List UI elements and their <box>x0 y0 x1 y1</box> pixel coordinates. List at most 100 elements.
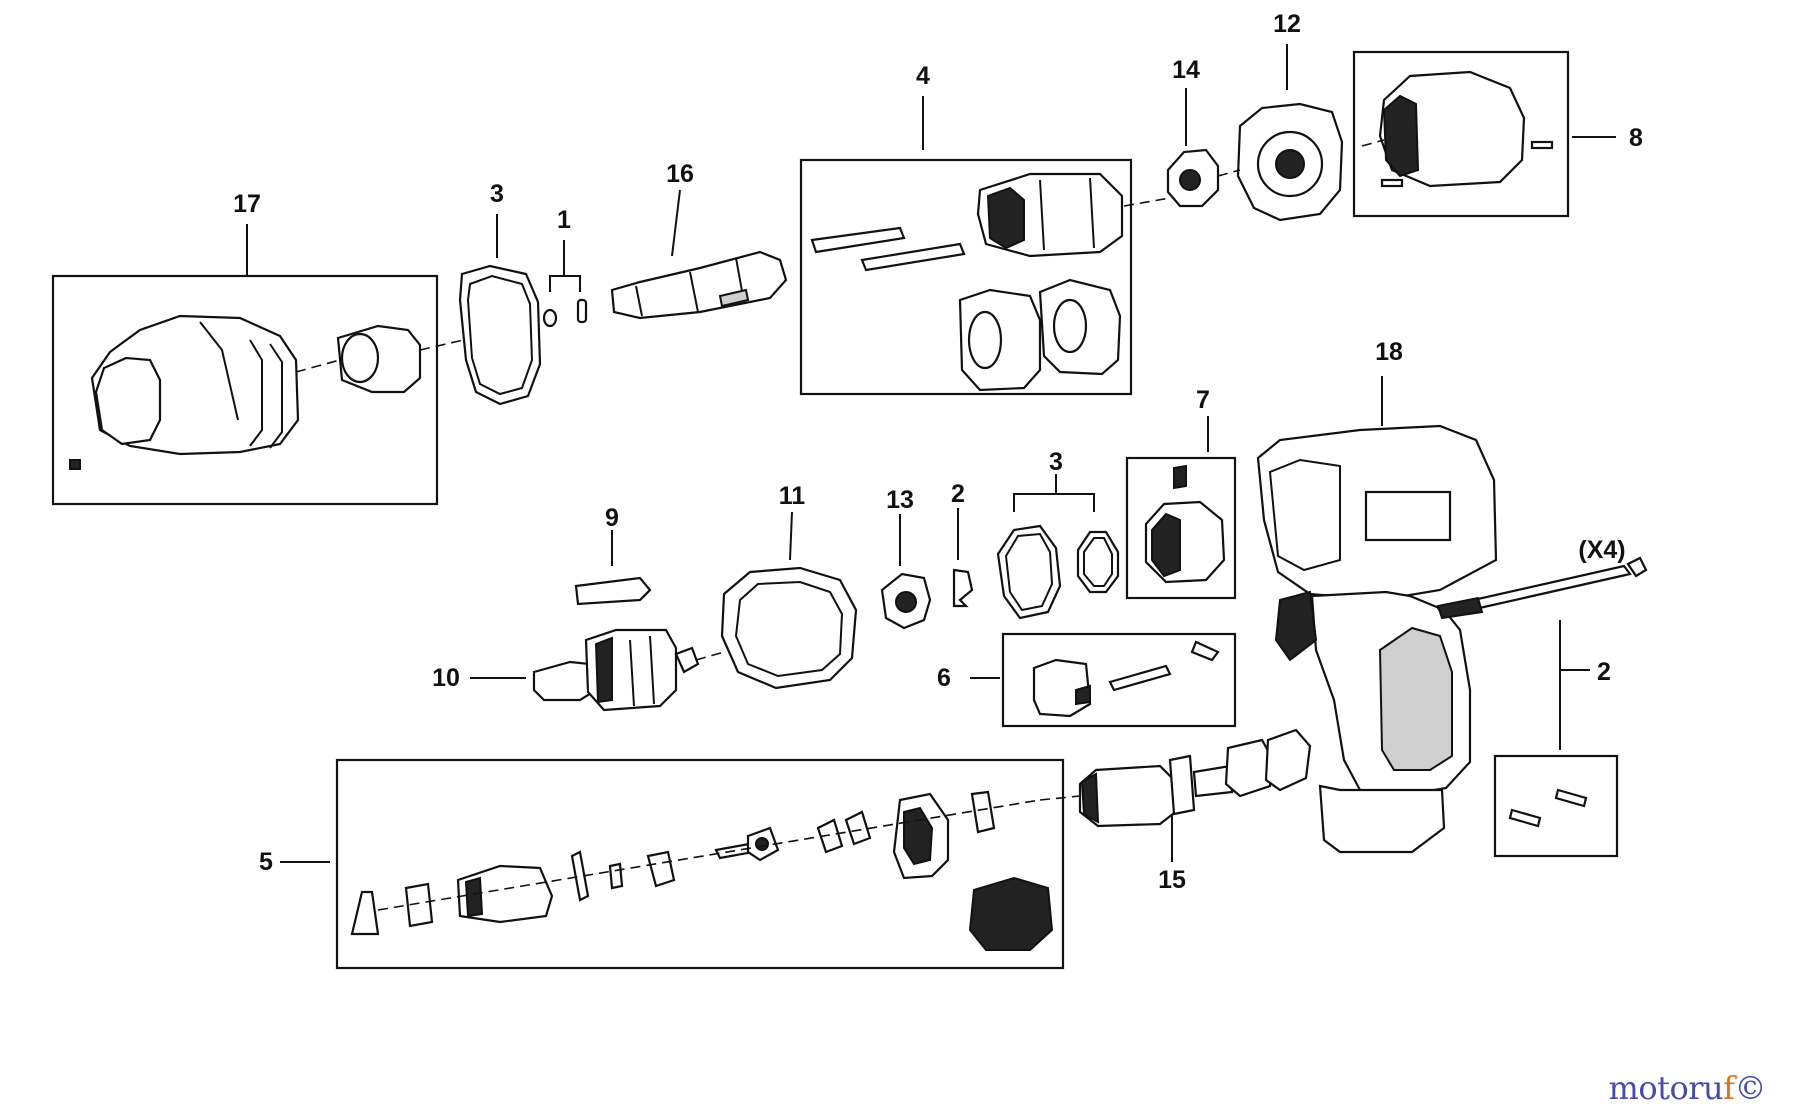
axis-14 <box>1217 169 1241 177</box>
callout-6: 6 <box>937 664 951 692</box>
washer-5 <box>646 850 676 888</box>
spring-7 <box>1173 464 1187 490</box>
callout-9: 9 <box>605 504 619 532</box>
planet-carrier <box>1264 728 1312 792</box>
motor-15-ring <box>1168 754 1196 816</box>
screw-8b <box>1530 140 1554 150</box>
callout-11: 11 <box>779 482 806 510</box>
motor-15-end <box>1080 772 1100 824</box>
part-group-3b <box>996 474 1120 620</box>
reverse-switch-7-dark <box>1151 512 1181 578</box>
bushing-bore <box>340 332 380 384</box>
part-group-6 <box>970 632 1237 728</box>
clip-5 <box>608 862 624 890</box>
part-group-17 <box>51 224 543 506</box>
pin-long-2 <box>860 242 966 272</box>
callout-1: 1 <box>557 206 571 234</box>
callout-8: 8 <box>1629 124 1643 152</box>
grip-texture <box>1378 626 1453 771</box>
part-group-11 <box>695 511 858 690</box>
callout-17: 17 <box>233 190 261 218</box>
brush-holder-5 <box>968 876 1054 951</box>
fan-13-hub <box>895 591 917 613</box>
shaft-step-2 <box>689 271 699 313</box>
watermark-text-b: f <box>1723 1069 1735 1107</box>
part-group-15 <box>1039 728 1312 862</box>
axis-4 <box>1123 197 1171 207</box>
part-group-7 <box>1125 416 1237 600</box>
part-group-8 <box>1352 50 1616 218</box>
callout-5: 5 <box>259 848 273 876</box>
box-8 <box>1352 50 1570 218</box>
axis-11 <box>695 651 725 661</box>
switch-6-terminal <box>1075 684 1091 706</box>
spring-5a <box>816 818 844 854</box>
box-7 <box>1125 456 1237 600</box>
cage-edge-2 <box>1089 177 1095 249</box>
o-ring-3-small-inner <box>1083 537 1113 587</box>
brush-9 <box>574 576 652 606</box>
leader-16 <box>671 189 681 257</box>
anvil-shaft <box>610 250 788 320</box>
gear-case-hub <box>1275 149 1305 179</box>
switch-6-pin <box>1190 640 1220 662</box>
callout-2b: 2 <box>1597 658 1611 686</box>
clip-2 <box>952 568 974 608</box>
watermark-logo: motoruf© <box>1608 1069 1767 1107</box>
callout-7: 7 <box>1196 386 1210 414</box>
callout-4: 4 <box>916 62 930 90</box>
part-group-14-12 <box>1166 44 1344 222</box>
screw-x4-head <box>1626 556 1648 578</box>
hammer-1-bore <box>967 310 1003 370</box>
anvil-nose <box>94 356 162 446</box>
housing-rib-2 <box>269 343 283 449</box>
part-group-2-screws <box>1436 556 1648 858</box>
part-group-3-1 <box>458 214 588 406</box>
callout-qty-x4: (X4) <box>1578 536 1625 564</box>
screw-8a <box>1380 178 1404 188</box>
nose-cover-lip <box>1382 94 1420 178</box>
armature-winding <box>629 639 635 707</box>
hammer-2-bore <box>1052 298 1088 354</box>
shim-5 <box>970 790 996 834</box>
part-group-13-2 <box>880 508 974 630</box>
o-ring-3-large <box>996 524 1062 620</box>
box-4 <box>799 158 1133 396</box>
shaft-step <box>635 285 643 317</box>
callout-18: 18 <box>1375 338 1403 366</box>
gear-5-hub <box>755 837 769 851</box>
callout-10: 10 <box>432 664 460 692</box>
watermark-text-a: motoru <box>1608 1069 1724 1107</box>
trigger-18 <box>1274 590 1318 662</box>
callout-13: 13 <box>886 486 914 514</box>
part-group-4 <box>799 96 1171 396</box>
part-group-9-10 <box>470 530 700 712</box>
callout-12: 12 <box>1273 10 1301 38</box>
callout-2a: 2 <box>951 480 965 508</box>
bracket-3b <box>1013 493 1095 512</box>
housing-rib <box>249 339 263 447</box>
bracket-5 <box>570 850 590 902</box>
plate-5 <box>404 882 434 928</box>
washer-1 <box>542 308 558 328</box>
armature-winding-2 <box>649 635 655 705</box>
spring-1 <box>576 298 588 324</box>
gasket-3 <box>458 264 542 406</box>
callout-15: 15 <box>1158 866 1186 894</box>
cage-window <box>986 186 1025 250</box>
field-11-inner <box>734 580 844 678</box>
pin-long <box>810 226 906 254</box>
pin-2b <box>1554 788 1588 808</box>
battery-foot <box>1318 784 1446 854</box>
motor-15-shaft <box>1192 764 1234 798</box>
switch-6-rod <box>1108 664 1172 692</box>
armature-core <box>594 636 613 704</box>
box-2 <box>1493 754 1619 858</box>
axis-15 <box>1039 795 1081 801</box>
axis-17 <box>295 359 341 373</box>
armature-shaft <box>532 660 598 702</box>
bearing-14-center <box>1179 169 1201 191</box>
axis-8 <box>1361 139 1385 147</box>
copyright-icon: © <box>1734 1069 1767 1107</box>
